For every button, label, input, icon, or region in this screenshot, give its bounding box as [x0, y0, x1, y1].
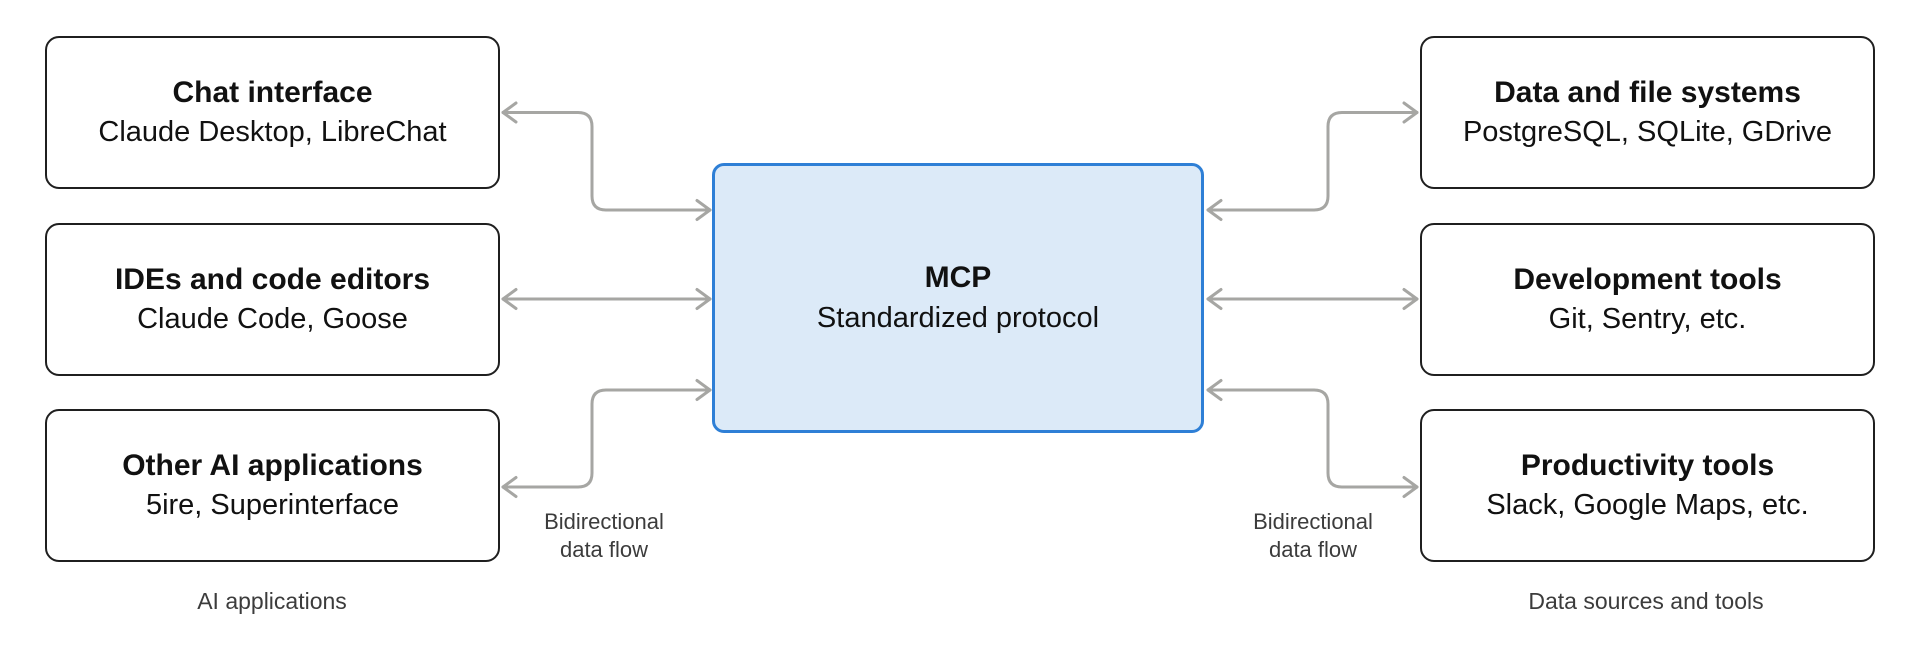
- bidirectional-flow-label-left: Bidirectional data flow: [494, 508, 714, 564]
- connector-chat-mcp: [501, 101, 712, 221]
- connector-line: [501, 388, 712, 489]
- flow-label-line2: data flow: [1268, 537, 1358, 562]
- box-subtitle: Claude Code, Goose: [137, 303, 408, 336]
- flow-label-line1: Bidirectional: [1253, 509, 1373, 534]
- box-title: Other AI applications: [122, 448, 423, 482]
- box-chat-interface: Chat interface Claude Desktop, LibreChat: [45, 36, 500, 189]
- box-title: Productivity tools: [1520, 448, 1775, 482]
- flow-label-line1: Bidirectional: [544, 509, 664, 534]
- arrowhead-right-icon: [1402, 101, 1419, 124]
- box-mcp: MCP Standardized protocol: [712, 163, 1204, 433]
- arrowhead-left-icon: [1206, 199, 1223, 221]
- connector-mcp-productivity: [1206, 379, 1419, 498]
- bidirectional-flow-label-right: Bidirectional data flow: [1203, 508, 1423, 564]
- connector-mcp-datafiles: [1206, 101, 1419, 221]
- connector-mcp-devtools: [1206, 288, 1419, 310]
- arrowhead-right-icon: [695, 379, 712, 401]
- arrowhead-right-icon: [1402, 288, 1419, 310]
- flow-label-line2: data flow: [559, 537, 649, 562]
- box-title: MCP: [924, 261, 992, 295]
- connector-ides-mcp: [501, 288, 712, 310]
- box-subtitle: Git, Sentry, etc.: [1548, 303, 1747, 336]
- connector-line: [501, 111, 712, 212]
- arrowhead-left-icon: [501, 288, 518, 310]
- box-subtitle: PostgreSQL, SQLite, GDrive: [1462, 116, 1833, 149]
- box-subtitle: Standardized protocol: [816, 301, 1100, 334]
- connector-otherai-mcp: [501, 379, 712, 498]
- box-productivity-tools: Productivity tools Slack, Google Maps, e…: [1420, 409, 1875, 562]
- box-title: Chat interface: [172, 75, 373, 109]
- box-title: Data and file systems: [1494, 75, 1801, 109]
- arrowhead-right-icon: [695, 288, 712, 310]
- arrowhead-left-icon: [501, 476, 518, 498]
- connector-line: [1206, 388, 1419, 489]
- arrowhead-right-icon: [695, 199, 712, 221]
- box-ides-code-editors: IDEs and code editors Claude Code, Goose: [45, 223, 500, 376]
- caption-ai-applications: AI applications: [197, 588, 347, 614]
- box-title: IDEs and code editors: [114, 262, 431, 296]
- arrowhead-left-icon: [1206, 288, 1223, 310]
- arrowhead-left-icon: [1206, 379, 1223, 401]
- caption-data-sources-tools: Data sources and tools: [1528, 588, 1764, 614]
- arrowhead-left-icon: [501, 101, 518, 124]
- arrowhead-right-icon: [1402, 476, 1419, 498]
- box-development-tools: Development tools Git, Sentry, etc.: [1420, 223, 1875, 376]
- connector-line: [1206, 111, 1419, 212]
- box-data-file-systems: Data and file systems PostgreSQL, SQLite…: [1420, 36, 1875, 189]
- box-subtitle: Slack, Google Maps, etc.: [1486, 489, 1809, 522]
- box-subtitle: 5ire, Superinterface: [145, 489, 400, 522]
- box-title: Development tools: [1513, 262, 1782, 296]
- box-other-ai-applications: Other AI applications 5ire, Superinterfa…: [45, 409, 500, 562]
- box-subtitle: Claude Desktop, LibreChat: [98, 116, 447, 149]
